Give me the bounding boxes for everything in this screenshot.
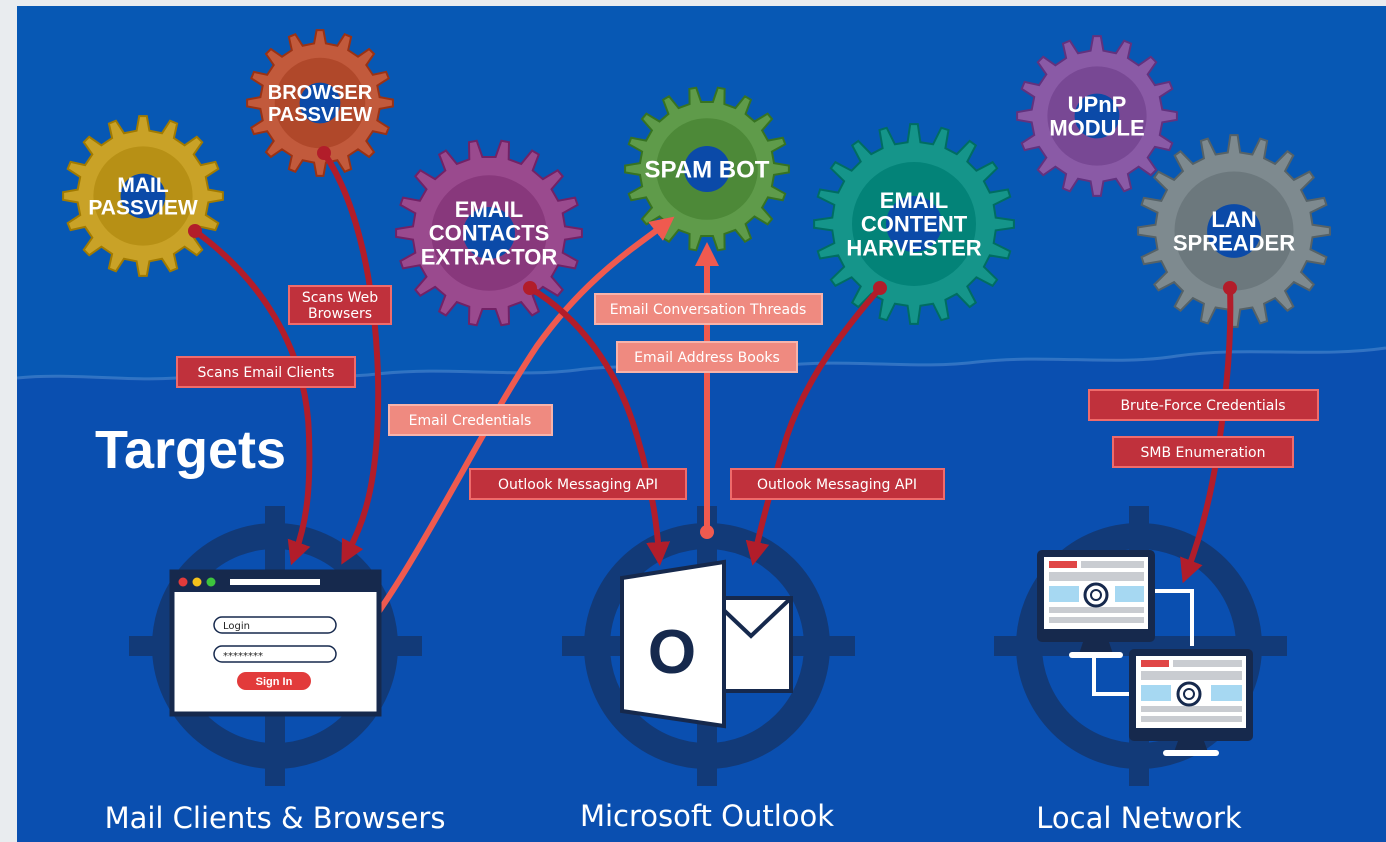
arrow-contacts-extractor-to-outlook — [527, 285, 671, 566]
gear-spam-bot: SPAM BOT — [624, 86, 790, 252]
arrow-browser-passview-to-mail-clients — [321, 150, 382, 565]
gear-label-email-contacts-extractor-line2: CONTACTS — [429, 221, 550, 246]
tag-outlook-api-right-text: Outlook Messaging API — [757, 477, 917, 493]
tag-email-conversation-threads: Email Conversation Threads — [594, 293, 823, 325]
diagram-svg: MAILPASSVIEWBROWSERPASSVIEWEMAILCONTACTS… — [17, 6, 1386, 842]
login-input-text: Login — [223, 621, 250, 632]
gear-label-browser-passview-line1: BROWSER — [268, 82, 373, 104]
gear-label-email-content-harvester-line1: EMAIL — [880, 188, 948, 213]
arrow-content-harvester-to-outlook — [745, 285, 883, 566]
gear-label-email-contacts-extractor-line1: EMAIL — [455, 197, 523, 222]
sign-in-button — [237, 672, 311, 690]
tag-email-credentials-text: Email Credentials — [409, 413, 532, 429]
tag-brute-force-text: Brute-Force Credentials — [1120, 398, 1285, 414]
gear-label-lan-spreader-line1: LAN — [1211, 207, 1256, 232]
target-label-local-network: Local Network — [1036, 801, 1242, 835]
tag-email-address-books: Email Address Books — [616, 341, 798, 373]
gear-hole-email-content-harvester — [886, 196, 942, 252]
gear-hole-email-contacts-extractor — [463, 207, 515, 259]
gear-label-browser-passview-line2: PASSVIEW — [268, 104, 372, 126]
outlook-icon: O — [620, 559, 793, 729]
arrow-email-credentials-to-spam-bot — [352, 216, 675, 647]
gear-label-lan-spreader-line2: SPREADER — [1173, 231, 1295, 256]
tag-outlook-api-right: Outlook Messaging API — [730, 468, 945, 500]
window-minimize-dot — [192, 577, 202, 587]
tag-email-credentials: Email Credentials — [388, 404, 553, 436]
tag-email-address-books-text: Email Address Books — [634, 350, 780, 366]
tag-scans-web-browsers-line2: Browsers — [308, 306, 372, 322]
gear-label-upnp-module-line1: UPnP — [1068, 92, 1127, 117]
window-maximize-dot — [206, 577, 216, 587]
password-input — [213, 645, 337, 663]
window-address-bar — [230, 579, 320, 585]
gear-hole-upnp-module — [1074, 93, 1120, 139]
tag-smb-enumeration-text: SMB Enumeration — [1140, 445, 1265, 461]
target-label-mail-clients: Mail Clients & Browsers — [105, 801, 446, 835]
sign-in-button-text: Sign In — [256, 676, 293, 688]
arrows — [192, 150, 1234, 647]
password-input-text: ******** — [223, 651, 263, 662]
gear-label-mail-passview-line1: MAIL — [117, 174, 168, 197]
login-input — [213, 616, 337, 634]
arrow-endpoints — [188, 146, 1237, 651]
window-close-dot — [178, 577, 188, 587]
tag-brute-force: Brute-Force Credentials — [1088, 389, 1319, 421]
gear-label-upnp-module-line2: MODULE — [1049, 116, 1144, 141]
tag-outlook-api-left: Outlook Messaging API — [469, 468, 687, 500]
gear-label-email-content-harvester-line3: HARVESTER — [846, 236, 981, 261]
gear-hole-lan-spreader — [1207, 204, 1261, 258]
network-computers-icon — [1037, 550, 1253, 756]
gear-hole-mail-passview — [120, 173, 166, 219]
gear-hole-spam-bot — [684, 146, 730, 192]
network-node-1-icon — [1083, 582, 1109, 608]
tag-scans-web-browsers: Scans Web Browsers — [288, 285, 392, 325]
gear-hole-browser-passview — [299, 82, 341, 124]
tag-scans-email-clients: Scans Email Clients — [176, 356, 356, 388]
gear-label-spam-bot-line1: SPAM BOT — [645, 156, 770, 183]
tag-outlook-api-left-text: Outlook Messaging API — [498, 477, 658, 493]
arrow-mail-passview-to-mail-clients — [192, 228, 313, 566]
tag-email-conversation-threads-text: Email Conversation Threads — [610, 302, 807, 318]
gear-label-email-content-harvester-line2: CONTENT — [861, 212, 968, 237]
tag-scans-web-browsers-line1: Scans Web — [302, 290, 378, 306]
gear-label-mail-passview-line2: PASSVIEW — [88, 197, 197, 220]
gear-label-email-contacts-extractor-line3: EXTRACTOR — [421, 245, 558, 270]
browser-window-icon: Login ******** Sign In — [169, 569, 382, 717]
network-node-2-icon — [1176, 681, 1202, 707]
targets-heading: Targets — [95, 420, 286, 480]
tag-smb-enumeration: SMB Enumeration — [1112, 436, 1294, 468]
tag-scans-email-clients-text: Scans Email Clients — [198, 365, 335, 381]
target-label-outlook: Microsoft Outlook — [580, 799, 834, 833]
outlook-letter: O — [648, 618, 696, 687]
